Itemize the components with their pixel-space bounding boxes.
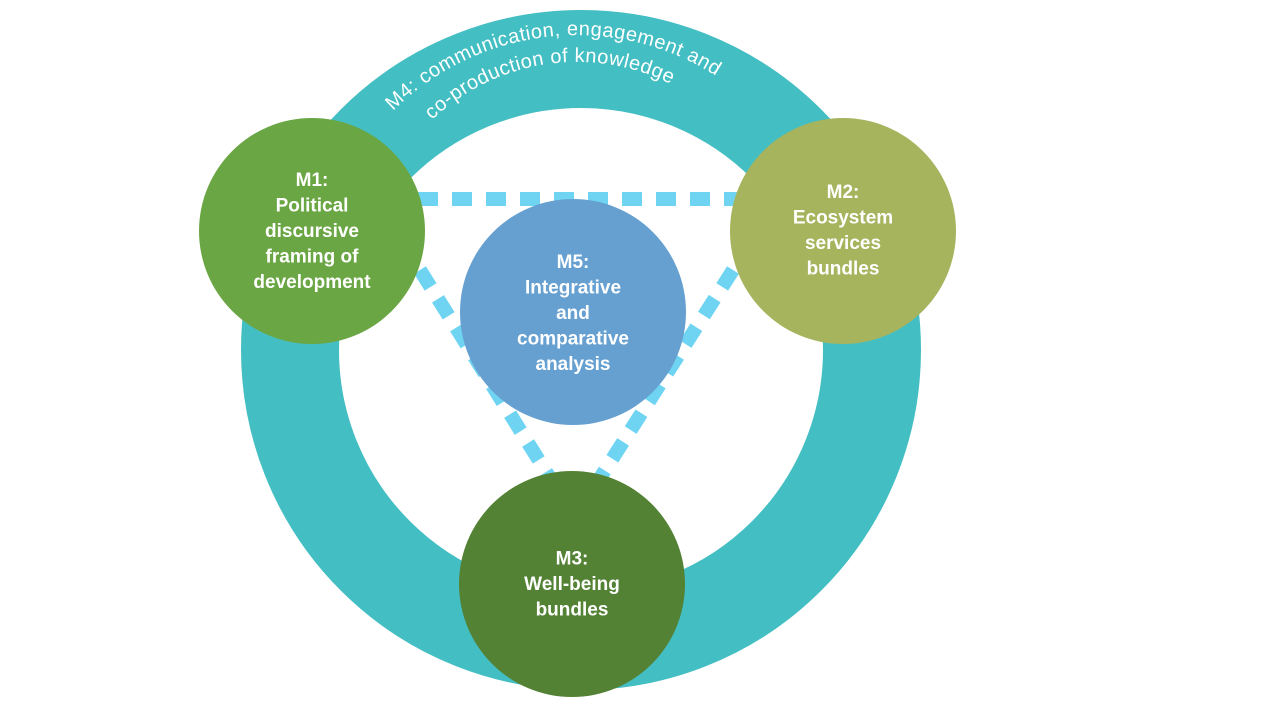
module-m5-line: Integrative — [525, 278, 621, 299]
module-m2-text: M2: Ecosystem services bundles — [793, 182, 893, 280]
module-m5-line: analysis — [536, 354, 611, 375]
module-m3-line: M3: — [556, 549, 589, 570]
module-m1: M1: Political discursive framing of developm… — [199, 118, 425, 344]
module-m5-circle — [460, 199, 686, 425]
connector-m2-m3 — [594, 266, 739, 482]
module-m5: M5: Integrative and comparative analysis — [460, 199, 686, 425]
module-m1-line: Political — [276, 196, 349, 217]
module-m5-line: comparative — [517, 329, 629, 350]
module-m3-circle — [459, 471, 685, 697]
module-m3-line: Well-being — [524, 574, 620, 595]
module-m3: M3: Well-being bundles — [459, 471, 685, 697]
module-m2-line: Ecosystem — [793, 207, 893, 228]
module-m2-line: bundles — [807, 258, 880, 279]
module-m5-text: M5: Integrative and comparative analysis — [517, 252, 629, 375]
module-m1-text: M1: Political discursive framing of developm… — [253, 170, 371, 293]
module-m3-text: M3: Well-being bundles — [524, 549, 620, 621]
module-m1-line: discursive — [265, 221, 359, 242]
module-m5-line: M5: — [557, 252, 590, 273]
module-m3-line: bundles — [536, 600, 609, 621]
module-m2-circle — [730, 118, 956, 344]
module-m1-line: M1: — [296, 170, 329, 191]
module-m1-circle — [199, 118, 425, 344]
module-m5-line: and — [556, 303, 590, 324]
connector-m1-m3 — [414, 266, 556, 482]
module-m2-line: M2: — [827, 182, 860, 203]
module-m1-line: development — [253, 272, 371, 293]
module-m1-line: framing of — [266, 247, 360, 268]
module-m2: M2: Ecosystem services bundles — [730, 118, 956, 344]
module-m2-line: services — [805, 233, 881, 254]
